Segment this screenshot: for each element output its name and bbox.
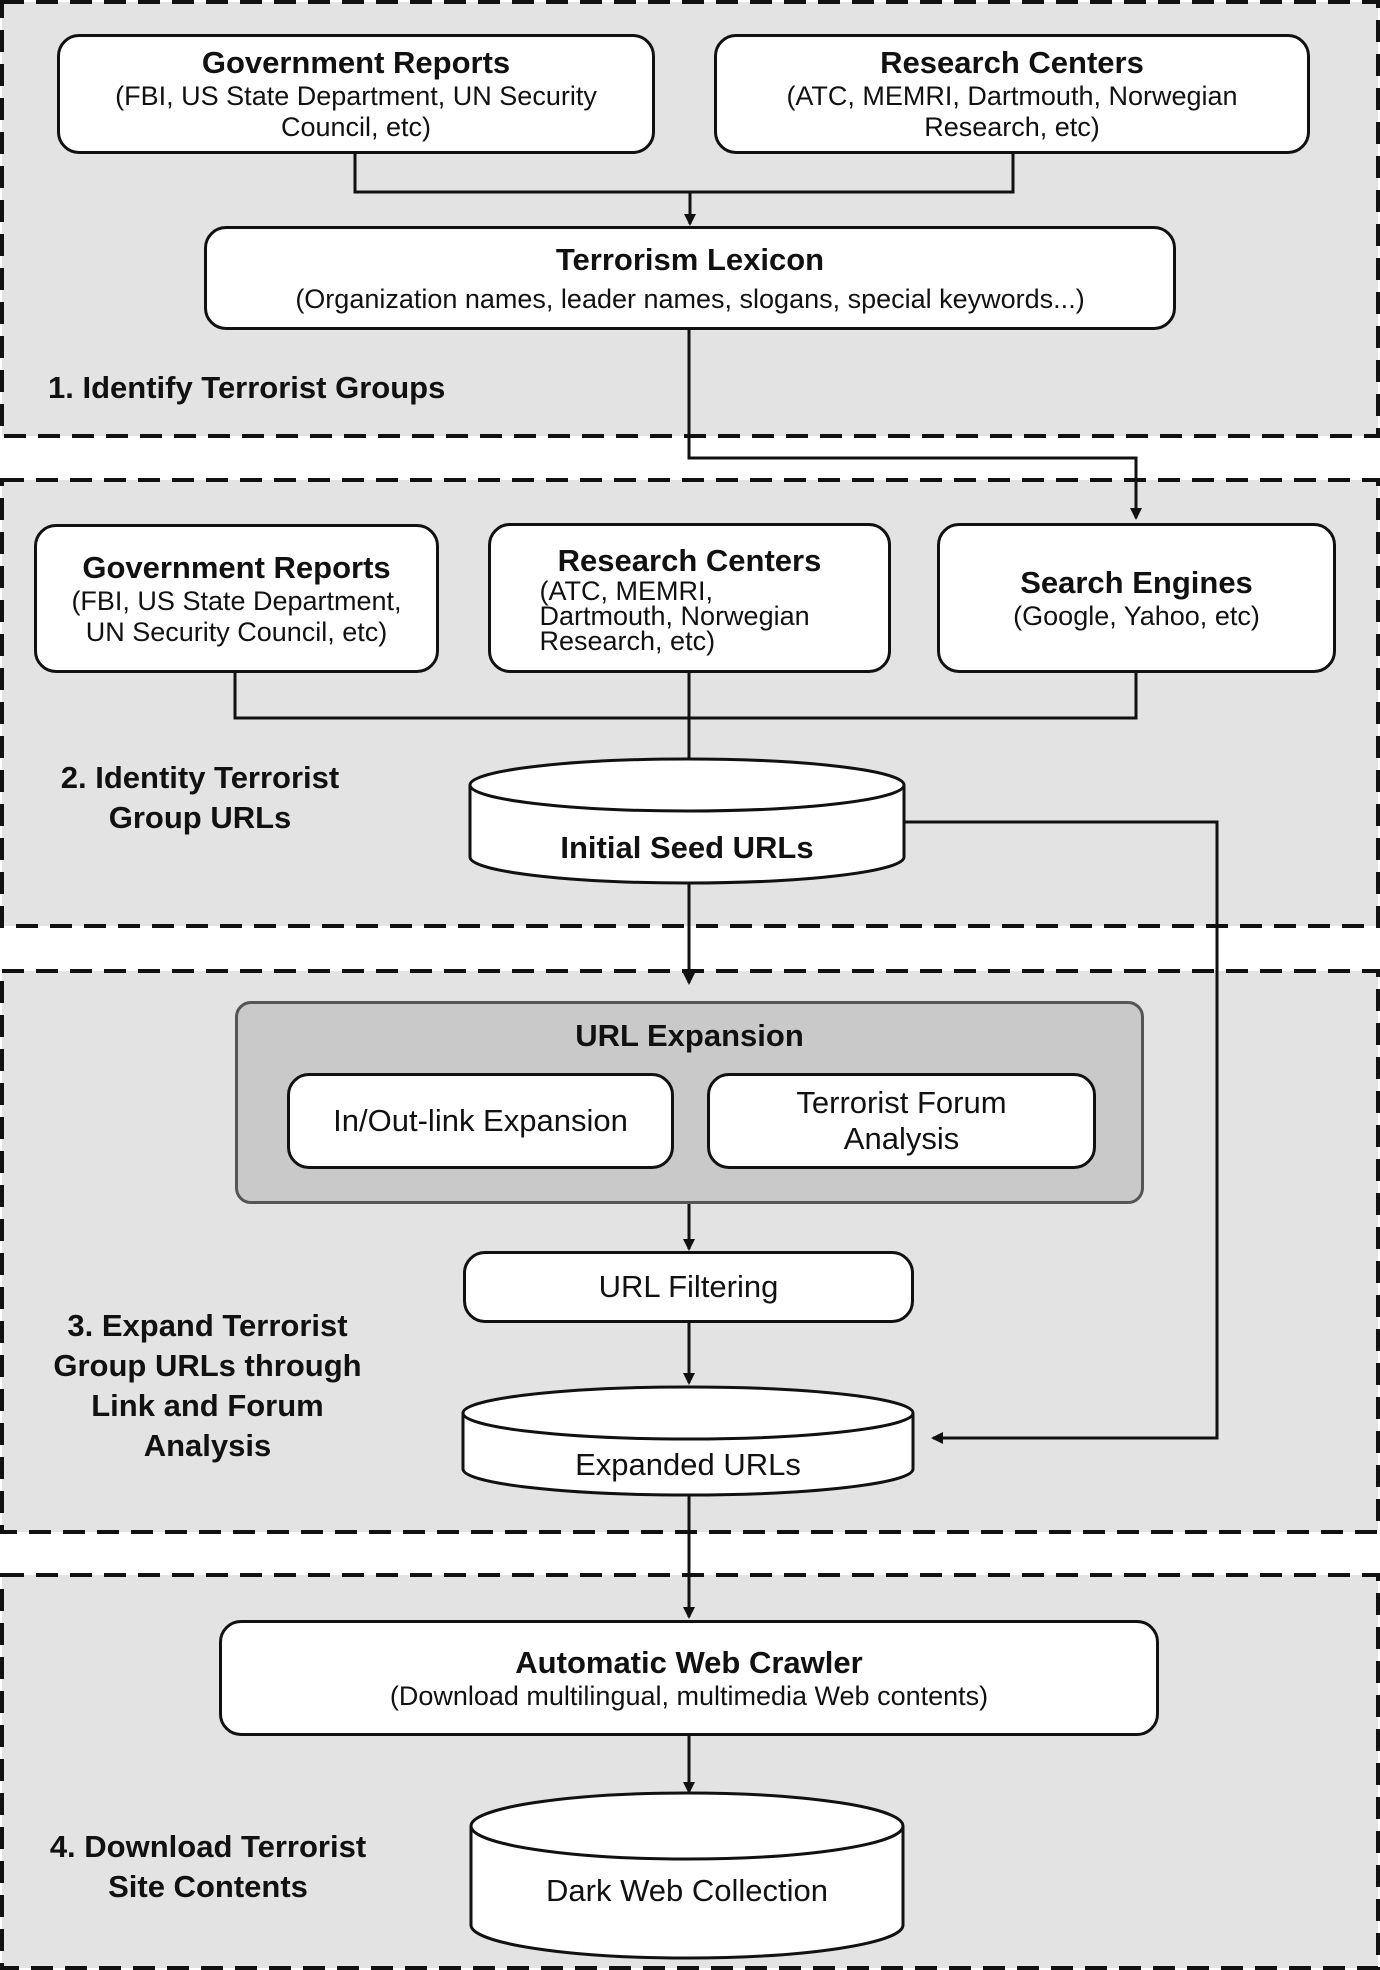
step2-research-centers-subtitle: (ATC, MEMRI, Dartmouth, Norwegian Resear…	[539, 575, 810, 656]
automatic-web-crawler-title: Automatic Web Crawler	[515, 1644, 863, 1680]
step1-research-centers-box: Research Centers (ATC, MEMRI, Dartmouth,…	[714, 34, 1310, 154]
dark-web-collection-label: Dark Web Collection	[546, 1873, 828, 1908]
inout-link-expansion-label: In/Out-link Expansion	[333, 1103, 628, 1138]
terrorism-lexicon-title: Terrorism Lexicon	[555, 241, 825, 277]
panel-1-label: 1. Identify Terrorist Groups	[48, 370, 446, 405]
search-engines-title: Search Engines	[1020, 564, 1253, 600]
arrow-lexicon-to-search	[687, 330, 1142, 520]
step1-research-centers-title: Research Centers	[880, 45, 1144, 80]
terrorist-forum-analysis-box: Terrorist Forum Analysis	[707, 1073, 1096, 1169]
step2-government-reports-title: Government Reports	[82, 549, 391, 585]
dark-web-collection-cylinder	[469, 1791, 905, 1960]
step1-government-reports-subtitle: (FBI, US State Department, UN Security C…	[115, 81, 597, 142]
panel-3-label: 3. Expand Terrorist Group URLs through L…	[53, 1308, 362, 1463]
connector-gov-to-merge	[353, 153, 1015, 194]
search-engines-subtitle: (Google, Yahoo, etc)	[1013, 600, 1260, 631]
initial-seed-urls-cylinder	[468, 757, 906, 885]
initial-seed-urls-label: Initial Seed URLs	[560, 830, 814, 865]
terrorism-lexicon-box: Terrorism Lexicon (Organization names, l…	[204, 226, 1176, 330]
inout-link-expansion-box: In/Out-link Expansion	[287, 1073, 674, 1169]
step2-government-reports-subtitle: (FBI, US State Department, UN Security C…	[71, 585, 402, 647]
step1-government-reports-title: Government Reports	[201, 45, 511, 80]
terrorist-forum-analysis-label: Terrorist Forum Analysis	[796, 1085, 1007, 1156]
panel-2-label: 2. Identity Terrorist Group URLs	[60, 760, 340, 835]
step1-government-reports-box: Government Reports (FBI, US State Depart…	[57, 34, 655, 154]
terrorism-lexicon-subtitle: (Organization names, leader names, sloga…	[295, 283, 1085, 314]
url-expansion-title: URL Expansion	[575, 1018, 804, 1053]
step2-research-centers-title: Research Centers	[557, 542, 822, 578]
connector-step2-sources	[233, 672, 1138, 720]
panel-4-label: 4. Download Terrorist Site Contents	[49, 1829, 367, 1904]
arrow-seed-to-expanded	[905, 820, 1219, 1444]
search-engines-box: Search Engines (Google, Yahoo, etc)	[937, 523, 1336, 673]
automatic-web-crawler-box: Automatic Web Crawler (Download multilin…	[219, 1620, 1159, 1736]
step1-research-centers-subtitle: (ATC, MEMRI, Dartmouth, Norwegian Resear…	[786, 81, 1238, 142]
url-filtering-label: URL Filtering	[598, 1269, 779, 1304]
url-filtering-box: URL Filtering	[463, 1251, 914, 1323]
expanded-urls-cylinder	[461, 1385, 915, 1497]
expanded-urls-label: Expanded URLs	[575, 1447, 801, 1482]
step2-government-reports-box: Government Reports (FBI, US State Depart…	[34, 524, 439, 673]
automatic-web-crawler-subtitle: (Download multilingual, multimedia Web c…	[389, 1680, 989, 1711]
step2-research-centers-box: Research Centers (ATC, MEMRI, Dartmouth,…	[488, 523, 891, 673]
